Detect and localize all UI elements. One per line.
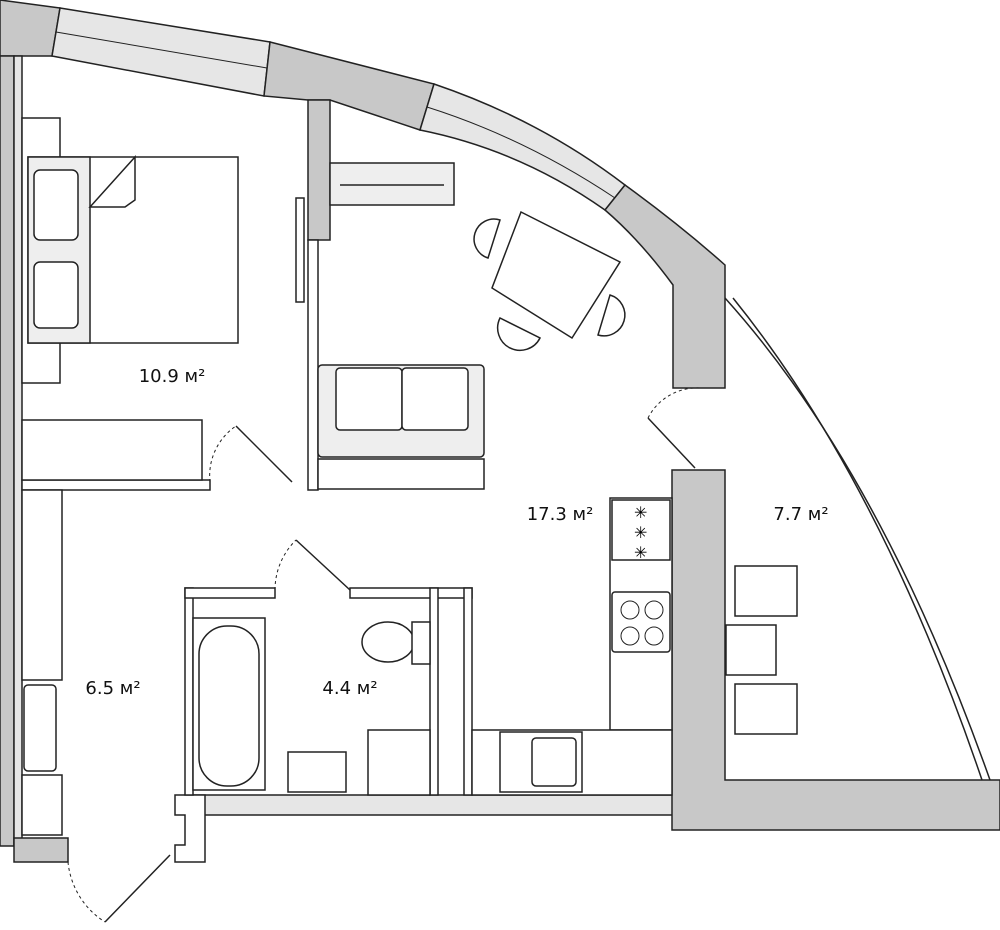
- burner-icon: ✳: [634, 545, 647, 562]
- bathroom-fixtures: [192, 617, 431, 796]
- burner-icon: ✳: [634, 505, 647, 522]
- living-furniture: [317, 162, 626, 490]
- burner-icon: ✳: [634, 525, 647, 542]
- living-kitchen-area-label: 17.3 м²: [527, 504, 594, 525]
- doors: [67, 387, 701, 923]
- hallway-area-label: 6.5 м²: [85, 678, 140, 699]
- kitchen-appliances: ✳ ✳ ✳: [499, 499, 671, 793]
- bedroom-furniture: [21, 117, 305, 481]
- balcony-area-label: 7.7 м²: [773, 504, 828, 525]
- hallway-furniture: [21, 489, 63, 836]
- bathroom-area-label: 4.4 м²: [322, 678, 377, 699]
- bedroom-area-label: 10.9 м²: [139, 366, 206, 387]
- balcony-furniture: [725, 565, 798, 735]
